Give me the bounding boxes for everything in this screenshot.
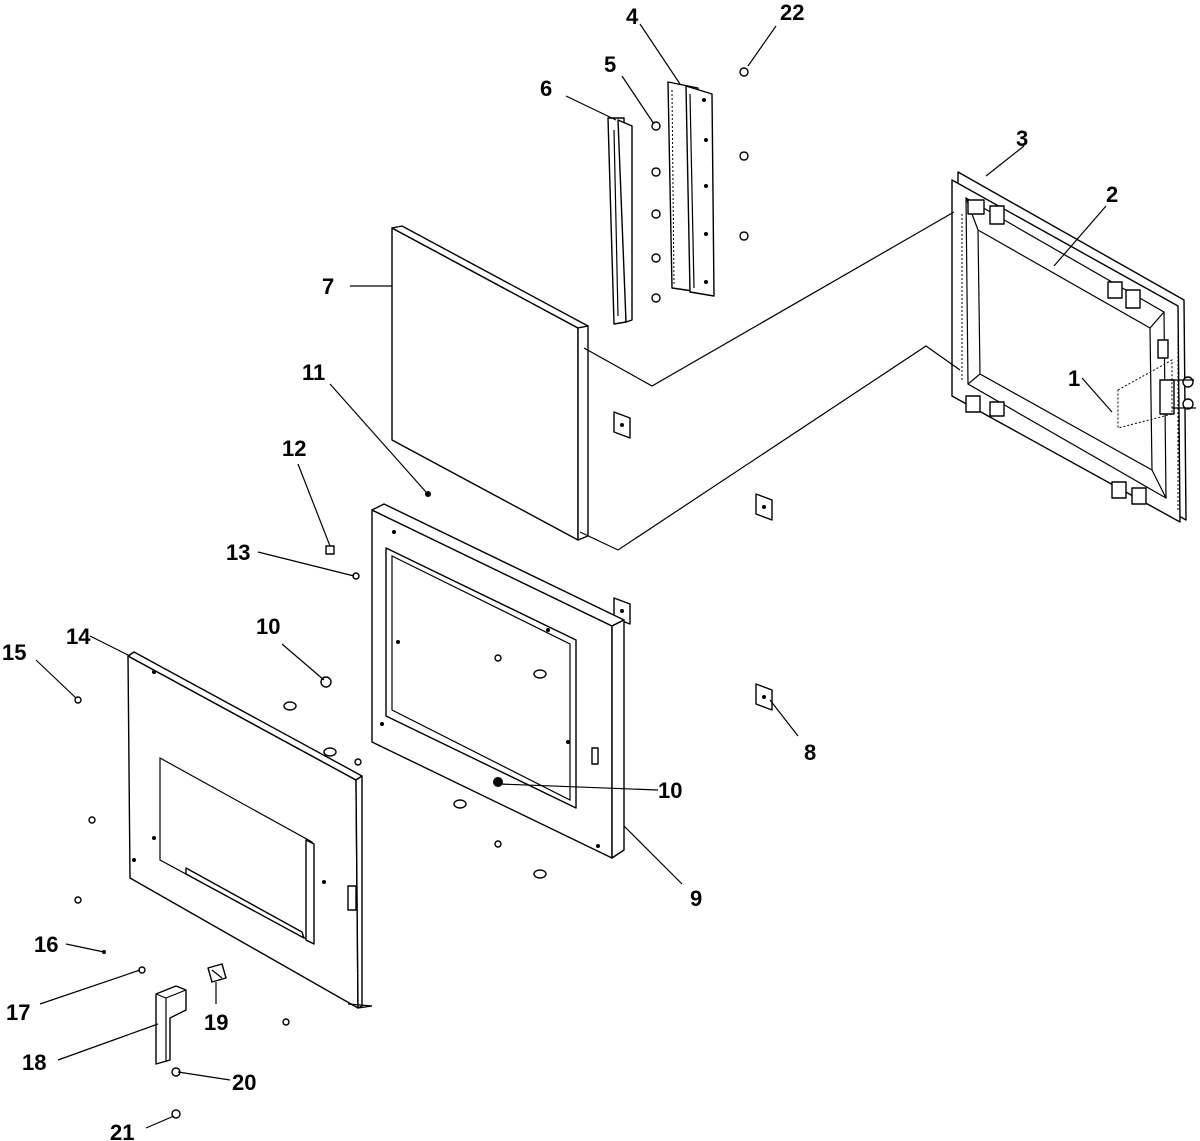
side-trim-strip [607, 117, 633, 325]
hinge-screws [651, 67, 749, 303]
callout-15: 15 [2, 640, 26, 665]
frame-fasteners [248, 491, 547, 1026]
callout-9: 9 [690, 886, 702, 911]
callout-3: 3 [1016, 126, 1028, 151]
callout-14: 14 [66, 624, 91, 649]
callout-7: 7 [322, 274, 334, 299]
callout-1: 1 [1068, 366, 1080, 391]
assembly-line-top [583, 211, 955, 387]
callout-12: 12 [282, 436, 306, 461]
outer-door-frame [371, 503, 625, 859]
callout-5: 5 [604, 52, 616, 77]
callout-17: 17 [6, 1000, 30, 1025]
callout-4: 4 [626, 4, 639, 29]
assembly-line-bottom [579, 345, 961, 551]
callout-16: 16 [34, 932, 58, 957]
callout-19: 19 [204, 1010, 228, 1035]
callout-10-top: 10 [256, 614, 280, 639]
callout-20: 20 [232, 1070, 256, 1095]
callout-11: 11 [302, 360, 325, 385]
insulation-panel [391, 225, 589, 541]
callout-6: 6 [540, 76, 552, 101]
panel-fasteners [74, 696, 146, 974]
outer-door-panel [127, 651, 373, 1009]
handle-clip [207, 963, 227, 983]
callout-2: 2 [1106, 182, 1118, 207]
callout-18: 18 [22, 1050, 46, 1075]
callout-13: 13 [226, 540, 250, 565]
hinge-channel [667, 81, 715, 297]
callout-22: 22 [780, 0, 804, 25]
callout-10-right: 10 [658, 778, 682, 803]
leader-lines [35, 23, 1113, 1129]
callout-8: 8 [804, 740, 816, 765]
door-handle [155, 985, 187, 1065]
callout-21: 21 [110, 1120, 134, 1141]
inner-door-frame-assembly [951, 171, 1196, 523]
callout-labels: 1 2 3 4 5 6 7 8 9 10 10 11 12 13 14 15 1… [2, 0, 1118, 1141]
spacer-pads [613, 411, 773, 711]
